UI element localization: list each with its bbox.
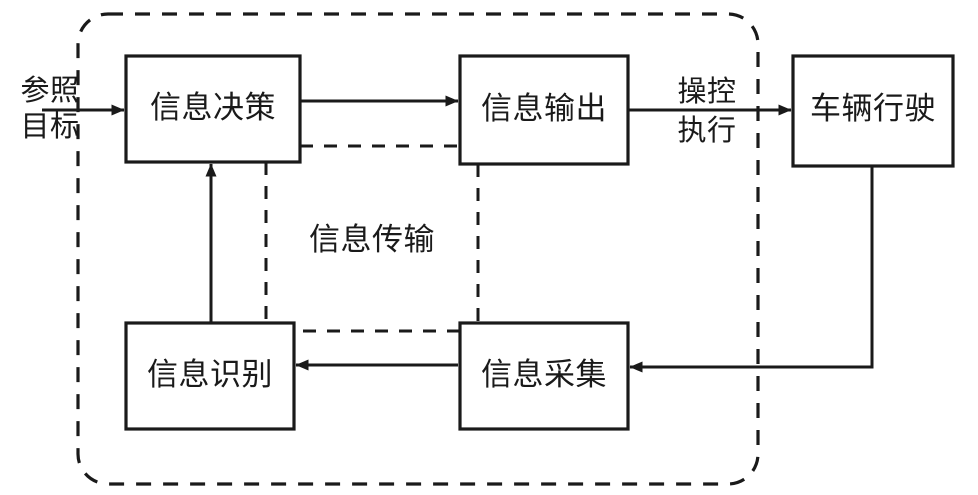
node-vehicle-rect: [791, 54, 955, 168]
node-collect-rect: [458, 321, 630, 431]
node-output-rect: [458, 54, 630, 166]
node-recognize[interactable]: 信息识别: [124, 321, 296, 431]
node-decision[interactable]: 信息决策: [124, 54, 302, 164]
node-collect-label: 信息采集: [481, 357, 607, 392]
node-output[interactable]: 信息输出: [458, 54, 630, 166]
node-vehicle-label: 车辆行驶: [810, 91, 936, 126]
node-recognize-rect: [124, 321, 296, 431]
transmission-label: 信息传输: [309, 222, 435, 257]
node-decision-label: 信息决策: [150, 90, 276, 125]
node-decision-rect: [124, 54, 302, 164]
edge-vehicle-to-collect: [629, 166, 874, 373]
control-label-line2: 执行: [677, 114, 736, 147]
node-recognize-label: 信息识别: [147, 357, 273, 392]
node-collect[interactable]: 信息采集: [458, 321, 630, 431]
input-label-line2: 目标: [20, 110, 79, 143]
input-label-line1: 参照: [20, 74, 79, 107]
control-label-line1: 操控: [677, 75, 736, 108]
node-output-label: 信息输出: [481, 91, 607, 126]
node-vehicle[interactable]: 车辆行驶: [791, 54, 955, 168]
system-boundary: [76, 12, 760, 486]
